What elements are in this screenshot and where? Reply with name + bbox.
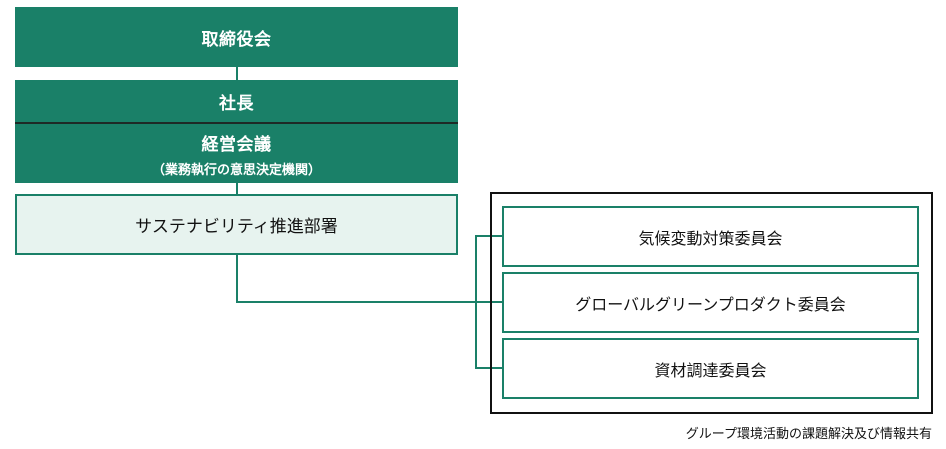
management-meeting-box: 経営会議 （業務執行の意思決定機関） — [15, 124, 458, 183]
committee-procurement-label: 資材調達委員会 — [654, 360, 767, 380]
president-meeting-divider — [15, 122, 458, 124]
committee-procurement: 資材調達委員会 — [502, 338, 919, 399]
committees-frame — [490, 192, 933, 414]
committee-climate-label: 気候変動対策委員会 — [638, 228, 783, 248]
president-label: 社長 — [219, 93, 254, 114]
committee-climate: 気候変動対策委員会 — [502, 206, 919, 267]
president-box: 社長 — [15, 80, 458, 122]
connector-department-committees — [236, 255, 502, 303]
committee-green-product: グローバルグリーンプロダクト委員会 — [502, 272, 919, 333]
connector-committee-bracket — [475, 235, 502, 369]
board-box: 取締役会 — [15, 7, 458, 67]
management-meeting-title: 経営会議 — [201, 134, 272, 155]
committee-green-product-label: グローバルグリーンプロダクト委員会 — [575, 294, 846, 314]
board-label: 取締役会 — [201, 29, 272, 50]
committees-note: グループ環境活動の課題解決及び情報共有 — [685, 427, 932, 442]
sustainability-department-box: サステナビリティ推進部署 — [15, 194, 458, 255]
sustainability-department-label: サステナビリティ推進部署 — [135, 217, 338, 237]
management-meeting-subtitle: （業務執行の意思決定機関） — [151, 162, 321, 178]
